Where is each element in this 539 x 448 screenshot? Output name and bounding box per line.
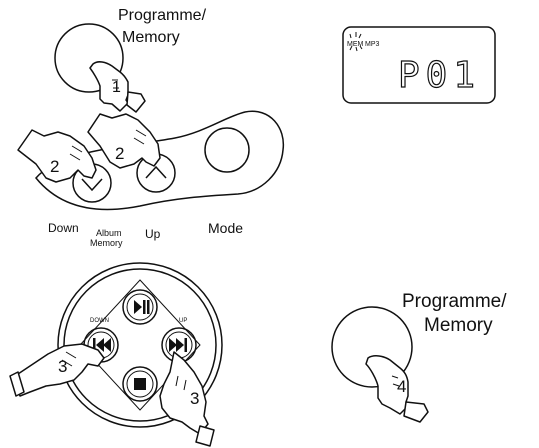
step1-label-line2: Memory [122,29,180,46]
control-panel: 2 2 Down Album Memory Up Mode [17,110,285,248]
pointing-hand-icon [9,343,105,397]
dial-up-label: UP [179,318,187,324]
chevron-down-icon [81,178,103,192]
mode-button[interactable] [204,127,250,173]
skip-back-icon [93,338,111,352]
display-indicator-mp3: MP3 [365,41,380,48]
up-label: Up [145,227,161,241]
step4-label-line2: Memory [424,315,493,336]
step1-label-line1: Programme/ [118,7,207,24]
stop-icon [134,378,146,390]
pointing-hand-icon [87,113,161,169]
display-indicator-mem: MEM [347,41,364,48]
pointing-hand-icon [365,355,429,423]
pointing-hand-icon [159,351,215,447]
stop-button[interactable] [122,366,158,402]
play-pause-button[interactable] [122,289,158,325]
step1-number: 1 [112,79,121,96]
lcd-display: MEM MP3 P01 [342,26,496,104]
step4-label-line1: Programme/ [402,291,507,312]
step3-number-next: 3 [190,389,199,408]
pointing-hand-icon [17,129,97,183]
skip-forward-icon [169,338,187,352]
blink-icon [349,32,363,52]
step1-group: Programme/ Memory 1 [54,7,207,113]
mode-label: Mode [208,220,243,236]
album-memory-label-line2: Memory [90,238,123,248]
programme-memory-button-step4[interactable] [331,306,413,388]
step2-number-up: 2 [115,144,124,163]
play-pause-icon [134,300,150,314]
display-text: P01 [398,55,481,96]
album-memory-label-line1: Album [96,228,122,238]
step2-number-down: 2 [50,157,59,176]
step4-group: Programme/ Memory 4 [331,291,507,423]
step3-number-prev: 3 [58,357,67,376]
programme-memory-button[interactable] [54,23,124,93]
chevron-up-icon [145,165,167,179]
navigation-dial: DOWN UP B [9,262,223,447]
step4-number: 4 [397,377,406,396]
pointing-hand-icon [89,61,146,113]
dial-down-label: DOWN [90,318,109,324]
down-label: Down [48,221,79,235]
